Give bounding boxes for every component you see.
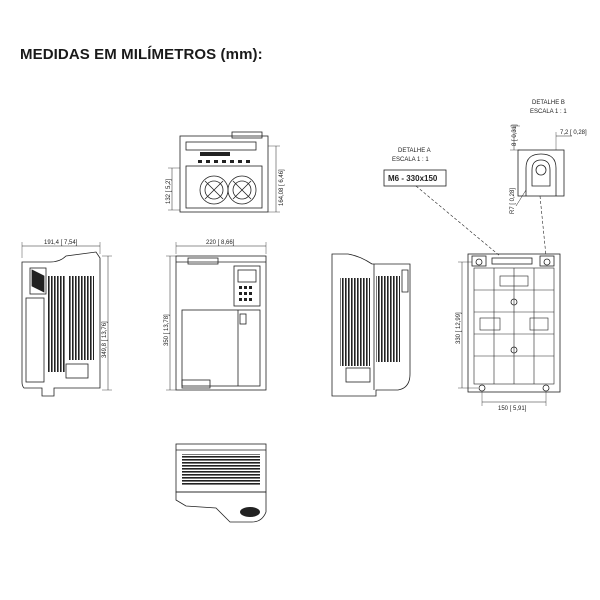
back-height-dim: 330 [ 12,99] [456, 312, 462, 344]
detail-b-radius: R7 [ 0,28] [510, 188, 516, 214]
left-width-dim: 191,4 [ 7,54] [44, 240, 78, 246]
left-height-dim: 349,8 [ 13,76] [102, 321, 108, 358]
detail-a [383, 169, 501, 257]
page-title: MEDIDAS EM MILÍMETROS (mm): [20, 46, 263, 63]
right-side-view [331, 253, 411, 397]
detail-b [510, 125, 572, 257]
detail-b-dim-right: 7,2 [ 0,28] [560, 130, 587, 136]
detail-b-dim-top: 8 [ 0,31] [512, 124, 518, 146]
detail-a-screw: M6 - 330x150 [388, 174, 438, 183]
front-height-dim: 350 [ 13,78] [164, 314, 170, 346]
detail-b-title: DETALHE B [532, 100, 565, 106]
top-depth-dim: 164,08 [ 6,46] [279, 169, 285, 206]
top-height-dim: 132 [ 5,2] [166, 179, 172, 204]
left-side-view [21, 242, 112, 397]
detail-a-title: DETALHE A [398, 148, 431, 154]
bottom-view [175, 443, 267, 523]
back-view [458, 253, 561, 406]
top-view [168, 131, 280, 213]
back-width-dim: 150 [ 5,91] [498, 406, 527, 412]
detail-a-scale: ESCALA 1 : 1 [392, 157, 429, 163]
front-view [166, 242, 267, 391]
detail-b-scale: ESCALA 1 : 1 [530, 109, 567, 115]
front-width-dim: 220 [ 8,66] [206, 240, 235, 246]
